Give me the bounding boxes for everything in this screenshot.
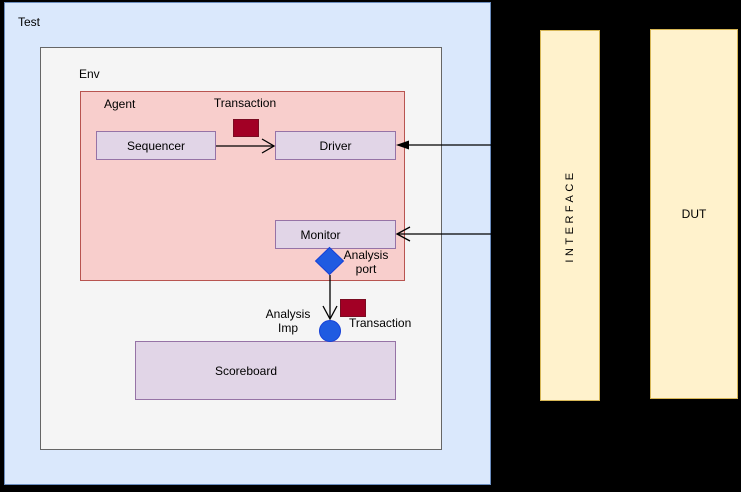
- analysis-port-label: Analysis port: [343, 248, 389, 276]
- sequencer-block: Sequencer: [96, 131, 216, 160]
- scoreboard-block: Scoreboard: [135, 341, 396, 400]
- transaction-object: [340, 299, 366, 317]
- env-label: Env: [79, 67, 100, 81]
- agent-label: Agent: [104, 97, 136, 111]
- analysis-imp-label: Analysis Imp: [265, 307, 311, 335]
- driver-block: Driver: [275, 131, 396, 160]
- test-label: Test: [18, 15, 41, 29]
- driver-label: Driver: [319, 138, 352, 153]
- monitor-block: Monitor: [275, 220, 396, 249]
- transaction-label: Transaction: [213, 96, 277, 110]
- scoreboard-label: Scoreboard: [214, 363, 278, 378]
- interface-label: INTERFACE: [564, 168, 576, 263]
- monitor-label: Monitor: [300, 227, 341, 242]
- dut-block: DUT: [650, 29, 738, 399]
- transaction-object: [233, 119, 259, 137]
- transaction-label: Transaction: [349, 316, 412, 330]
- interface-block: INTERFACE: [540, 30, 600, 401]
- dut-label: DUT: [681, 207, 707, 221]
- sequencer-label: Sequencer: [126, 138, 186, 153]
